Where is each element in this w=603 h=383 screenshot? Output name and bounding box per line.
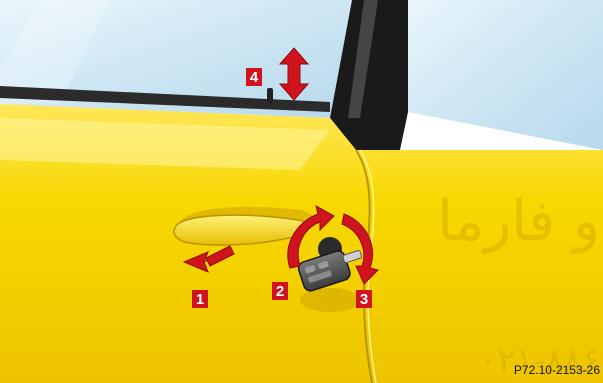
callout-3-label: 3 [360,291,368,308]
watermark-arabic-text: و فارما [437,189,600,254]
rear-window-glass [408,0,603,150]
callout-2-label: 2 [276,283,284,300]
lock-pin [267,88,273,104]
key-shadow [300,288,360,312]
callout-1-label: 1 [196,291,204,308]
figure-reference-code: P72.10-2153-26 [514,363,600,377]
callout-4-label: 4 [250,69,259,86]
